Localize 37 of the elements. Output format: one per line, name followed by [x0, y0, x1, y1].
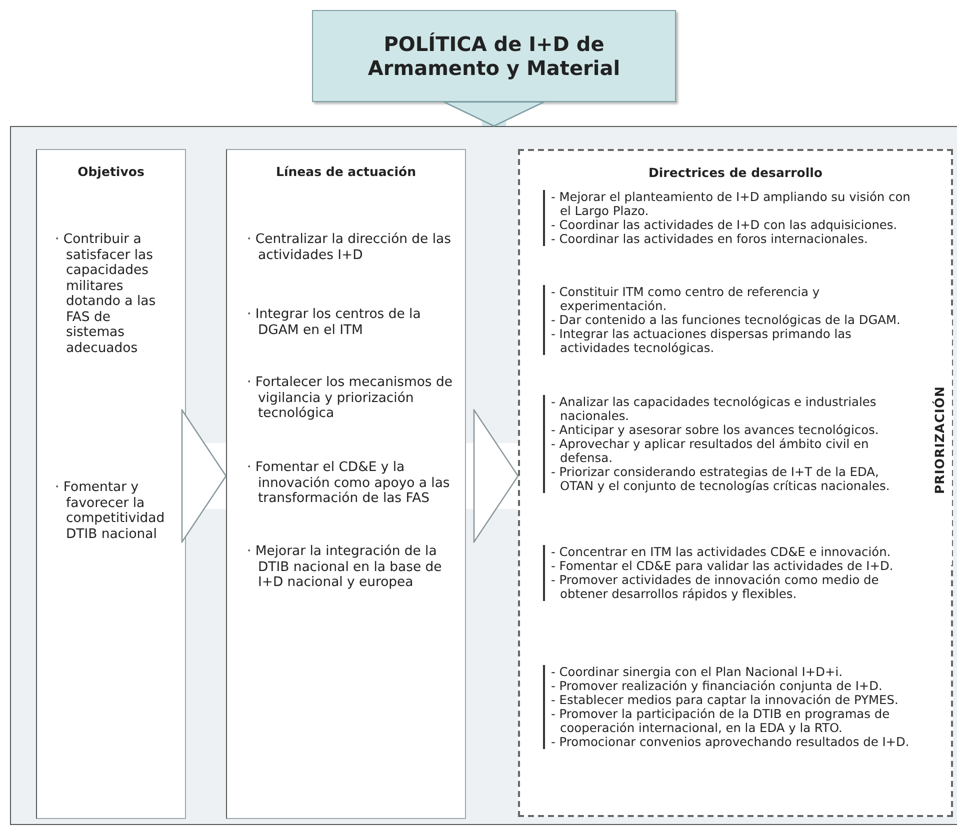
title-text: POLÍTICA de I+D de Armamento y Material — [366, 32, 622, 80]
title-box — [312, 10, 676, 102]
block-arrow — [443, 101, 545, 127]
list-item: - Promover la participación de la DTIB en programas de cooperación internacional, en la EDA y la RTO. — [551, 707, 891, 735]
list-item: · Fomentar y favorecer la competitividad DTIB nacional — [55, 480, 166, 542]
list-item: - Coordinar las actividades en foros internacionales. — [551, 232, 869, 246]
column-panel — [226, 149, 466, 819]
list-item: - Integrar las actuaciones dispersas primando las actividades tecnológicas. — [551, 327, 852, 355]
list-item: · Fortalecer los mecanismos de vigilancia y priorización tecnológica — [247, 375, 453, 422]
list-item: - Coordinar las actividades de I+D con las adquisiciones. — [551, 218, 898, 232]
block-arrow — [466, 409, 519, 543]
list-item: - Analizar las capacidades tecnológicas e industriales nacionales. — [551, 395, 878, 423]
list-item: - Priorizar considerando estrategias de I+T de la EDA, OTAN y el conjunto de tecnologías críticas nacionales. — [551, 465, 891, 493]
list-item: · Fomentar el CD&E y la innovación como apoyo a las transformación de las FAS — [247, 460, 451, 506]
column-heading: Objetivos — [76, 164, 146, 179]
list-item: - Promocionar convenios aprovechando resultados de I+D. — [551, 735, 910, 749]
block-arrow — [181, 409, 227, 543]
list-item: - Aprovechar y aplicar resultados del ámbito civil en defensa. — [551, 437, 870, 465]
list-item: - Promover actividades de innovación como medio de obtener desarrollos rápidos y flexibles. — [551, 573, 880, 601]
list-item: - Fomentar el CD&E para validar las actividades de I+D. — [551, 559, 894, 573]
list-item: - Mejorar el planteamiento de I+D ampliando su visión con el Largo Plazo. — [551, 190, 912, 218]
list-item: - Establecer medios para captar la innovación de PYMES. — [551, 693, 900, 707]
list-item: · Mejorar la integración de la DTIB nacional en la base de I+D nacional y europea — [247, 544, 443, 590]
column-panel — [518, 149, 953, 817]
list-item: - Coordinar sinergia con el Plan Nacional I+D+i. — [551, 665, 844, 679]
list-item: - Dar contenido a las funciones tecnológicas de la DGAM. — [551, 313, 902, 327]
list-item: · Integrar los centros de la DGAM en el ITM — [247, 307, 422, 338]
list-item: · Centralizar la dirección de las actividades I+D — [247, 232, 452, 263]
list-item: - Concentrar en ITM las actividades CD&E e innovación. — [551, 545, 892, 559]
column-heading: Directrices de desarrollo — [648, 165, 824, 180]
list-item: - Promover realización y financiación conjunta de I+D. — [551, 679, 884, 693]
column-panel — [36, 149, 186, 819]
outer-panel — [10, 126, 957, 825]
column-heading: Líneas de actuación — [275, 164, 417, 179]
list-item: - Anticipar y asesorar sobre los avances tecnológicos. — [551, 423, 880, 437]
list-item: · Contribuir a satisfacer las capacidades militares dotando a las FAS de sistemas adecuados — [55, 232, 157, 356]
list-item: - Constituir ITM como centro de referencia y experimentación. — [551, 285, 821, 313]
